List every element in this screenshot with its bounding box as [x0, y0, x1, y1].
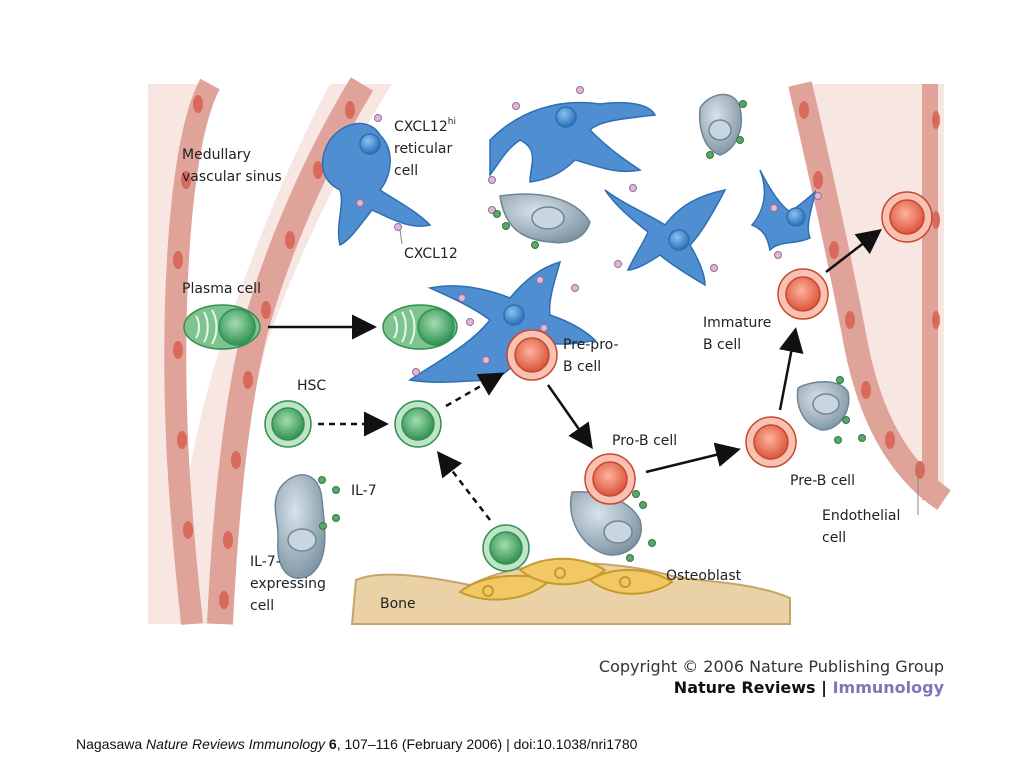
citation-rest: , 107–116 (February 2006) | doi:10.1038/… [336, 736, 638, 752]
label-cxcl12hi: CXCL12hi [394, 117, 456, 135]
label-cxcl12: CXCL12 [404, 246, 458, 262]
il7-expressing-cells [274, 93, 850, 579]
label-pro-b: Pro-B cell [612, 433, 677, 449]
label-pre-pro-b-1: Pre-pro- [563, 337, 619, 353]
b-lineage-cells [506, 191, 933, 505]
journal-line: Nature Reviews | Immunology [584, 678, 944, 697]
label-bone: Bone [380, 596, 416, 612]
plasma-cell-niche [382, 304, 458, 350]
label-endothelial-1: Endothelial [822, 508, 900, 524]
citation-author: Nagasawa [76, 736, 147, 752]
hsc-cells [264, 400, 530, 572]
label-osteoblast: Osteoblast [666, 568, 742, 584]
label-hsc: HSC [297, 378, 326, 394]
label-medullary-line1: Medullary [182, 147, 251, 163]
copyright-line: Copyright © 2006 Nature Publishing Group [598, 657, 944, 676]
label-il7-expressing-2: expressing [250, 576, 326, 592]
il7-ligands [318, 100, 866, 562]
labels: Medullary vascular sinus CXCL12hi reticu… [182, 117, 900, 614]
osteoblasts [458, 557, 674, 601]
label-il7-expressing-3: cell [250, 598, 274, 614]
label-reticular-cell: cell [394, 163, 418, 179]
label-plasma-cell: Plasma cell [182, 281, 261, 297]
journal-name-bold: Nature Reviews [673, 678, 816, 697]
cxcl12hi-reticular-cells [321, 101, 817, 383]
label-immature-b-1: Immature [703, 315, 771, 331]
label-immature-b-2: B cell [703, 337, 741, 353]
label-il7-expressing-1: IL-7- [250, 554, 281, 570]
label-reticular: reticular [394, 141, 452, 157]
journal-separator: | [815, 678, 833, 697]
label-endothelial-2: cell [822, 530, 846, 546]
cxcl12-ligands [356, 86, 822, 376]
plasma-cell-left [183, 304, 261, 350]
citation: Nagasawa Nature Reviews Immunology 6, 10… [76, 736, 637, 752]
citation-volume: 6 [328, 736, 337, 752]
journal-name-colored: Immunology [832, 678, 944, 697]
label-il7: IL-7 [351, 483, 377, 499]
label-pre-b: Pre-B cell [790, 473, 855, 489]
arrows [268, 228, 882, 521]
copyright-block: Copyright © 2006 Nature Publishing Group… [584, 657, 944, 697]
right-vascular-sinus [788, 81, 951, 510]
citation-journal: Nature Reviews Immunology [146, 736, 326, 752]
cxcl12-pointer [399, 229, 403, 245]
label-pre-pro-b-2: B cell [563, 359, 601, 375]
label-medullary-line2: vascular sinus [182, 169, 282, 185]
